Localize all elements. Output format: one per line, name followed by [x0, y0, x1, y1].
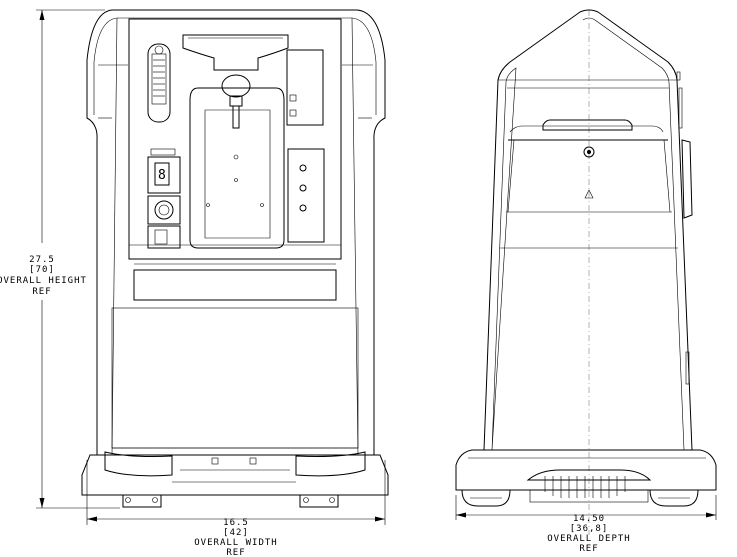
- side-vent: [526, 469, 652, 481]
- depth-metric: [36,8]: [570, 524, 609, 534]
- front-body-outline: [86, 9, 386, 456]
- side-panel-edges: [507, 139, 671, 213]
- side-vent-slots: [544, 476, 626, 498]
- oxygen-outlet: [221, 74, 251, 98]
- humidifier-bottle: [189, 87, 285, 249]
- breaker-button[interactable]: [154, 200, 174, 220]
- display-panel: [147, 156, 181, 194]
- flowmeter-knob: [154, 45, 164, 55]
- side-rear-wheel: [649, 489, 699, 507]
- side-view: [455, 9, 717, 535]
- front-left-rail: [111, 17, 118, 456]
- digit-display: [154, 162, 170, 186]
- depth-caption: OVERALL DEPTH: [547, 534, 630, 544]
- lower-cabinet-face: [111, 307, 359, 449]
- width-value: 16.5: [223, 518, 249, 528]
- front-base: [81, 454, 389, 496]
- filter-slot: [133, 269, 337, 301]
- width-dimension: 16.5 [42] OVERALL WIDTH REF: [86, 460, 386, 557]
- side-front-wheel: [461, 489, 511, 507]
- front-handle-recess: [182, 34, 289, 71]
- indicator-panel: [287, 148, 325, 243]
- width-metric: [42]: [223, 528, 249, 538]
- front-body-inner-line: [93, 17, 377, 115]
- width-ref: REF: [226, 548, 245, 557]
- indicator-light-3: [299, 204, 307, 212]
- side-handle: [542, 119, 633, 131]
- front-console-frame: [128, 18, 342, 260]
- indicator-light-1: [299, 164, 307, 172]
- front-left-caster: [122, 494, 162, 508]
- indicator-light-2: [299, 184, 307, 192]
- flowmeter-window: [151, 53, 167, 105]
- flowmeter-tube: [147, 43, 171, 123]
- side-body-inner-line: [491, 17, 685, 451]
- front-left-foot: [104, 451, 173, 477]
- depth-ref: REF: [579, 544, 598, 554]
- width-caption: OVERALL WIDTH: [194, 538, 277, 548]
- rear-handle: [681, 139, 693, 219]
- height-ref: REF: [32, 287, 51, 297]
- front-right-rail: [351, 17, 359, 456]
- side-arrow-mark: [584, 189, 594, 199]
- outlet-nozzle: [232, 105, 240, 129]
- front-right-caster: [299, 494, 339, 508]
- height-dimension: 27.5 [70] OVERALL HEIGHT REF: [0, 9, 120, 509]
- power-switch-housing: [147, 195, 181, 225]
- height-value: 27.5: [29, 255, 55, 265]
- front-view: 8: [81, 9, 389, 508]
- flowmeter-scale: [153, 59, 165, 97]
- height-caption: OVERALL HEIGHT: [0, 276, 87, 286]
- control-header-plate: [150, 148, 176, 156]
- front-right-foot: [295, 451, 366, 477]
- depth-dimension: 14.50 [36,8] OVERALL DEPTH REF: [455, 495, 717, 554]
- height-metric: [70]: [29, 265, 55, 275]
- side-screw: [583, 146, 595, 158]
- display-digit: 8: [158, 168, 167, 183]
- bottle-mark: [233, 154, 239, 160]
- side-body-outline: [483, 9, 693, 451]
- front-label-panel: [286, 49, 324, 126]
- depth-value: 14.50: [573, 514, 605, 524]
- power-switch[interactable]: [147, 225, 181, 249]
